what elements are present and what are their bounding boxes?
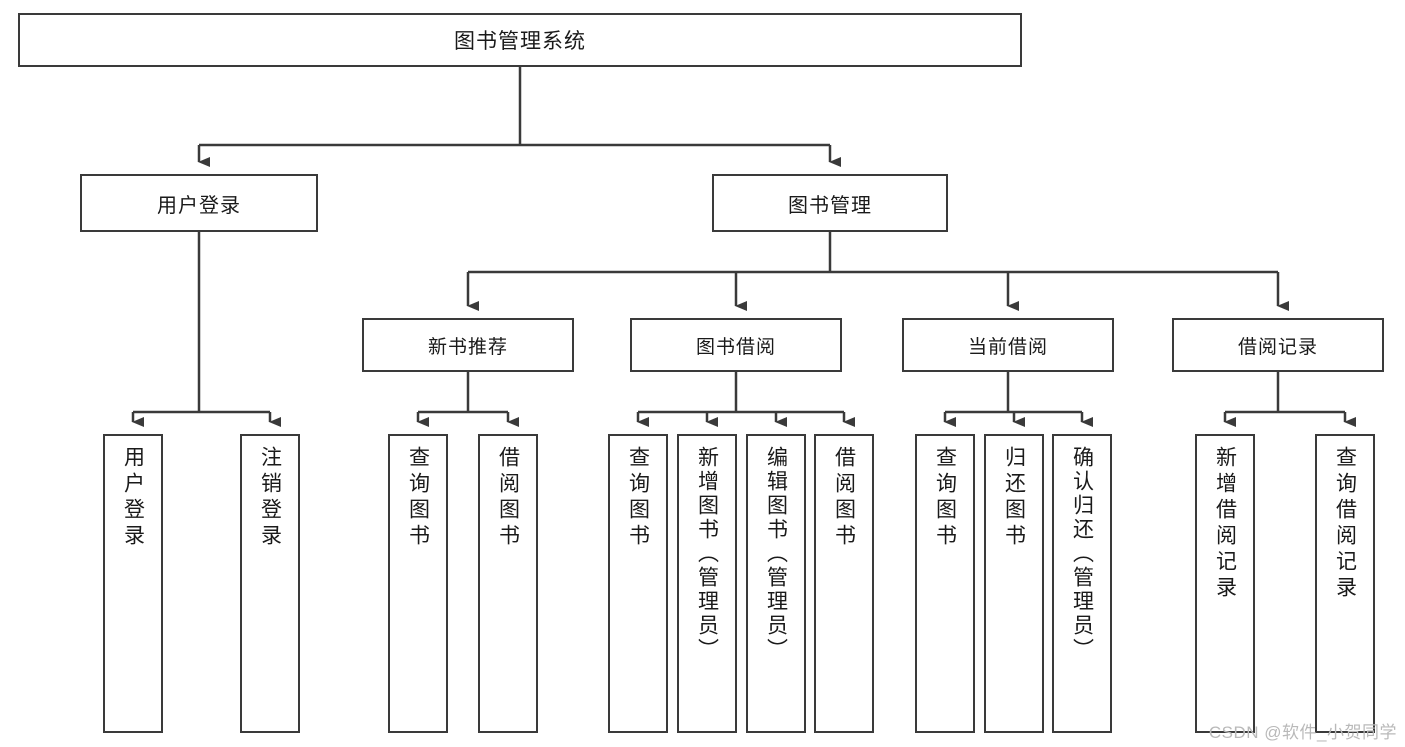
node-current-borrow[interactable]: 当前借阅 xyxy=(902,318,1114,372)
node-label: 图书管理系统 xyxy=(454,30,586,53)
node-label: 注销登录 xyxy=(258,446,282,550)
node-leaf-query-book-3[interactable]: 查询图书 xyxy=(915,434,975,733)
node-label: 图书借阅 xyxy=(695,336,776,358)
node-label: 新增图书（管理员） xyxy=(695,446,719,662)
node-book-manage[interactable]: 图书管理 xyxy=(712,174,948,232)
node-leaf-logout-login[interactable]: 注销登录 xyxy=(240,434,300,733)
node-leaf-add-book[interactable]: 新增图书（管理员） xyxy=(677,434,737,733)
node-label: 用户登录 xyxy=(121,446,145,550)
node-leaf-borrow-book-1[interactable]: 借阅图书 xyxy=(478,434,538,733)
node-label: 图书管理 xyxy=(788,194,872,217)
node-leaf-confirm-return[interactable]: 确认归还（管理员） xyxy=(1052,434,1112,733)
node-new-book-recommend[interactable]: 新书推荐 xyxy=(362,318,574,372)
node-leaf-query-book-1[interactable]: 查询图书 xyxy=(388,434,448,733)
node-leaf-user-login[interactable]: 用户登录 xyxy=(103,434,163,733)
node-label: 查询图书 xyxy=(933,446,957,550)
node-leaf-borrow-book-2[interactable]: 借阅图书 xyxy=(814,434,874,733)
node-label: 新书推荐 xyxy=(427,336,508,358)
node-label: 当前借阅 xyxy=(967,336,1048,358)
node-label: 新增借阅记录 xyxy=(1213,446,1237,602)
csdn-watermark: CSDN @软件_小贺同学 xyxy=(1208,723,1397,742)
node-label: 借阅图书 xyxy=(832,446,856,550)
node-label: 归还图书 xyxy=(1002,446,1026,550)
node-label: 编辑图书（管理员） xyxy=(764,446,788,662)
node-label: 查询图书 xyxy=(626,446,650,550)
node-label: 借阅记录 xyxy=(1237,336,1318,358)
node-label: 查询借阅记录 xyxy=(1333,446,1357,602)
node-label: 用户登录 xyxy=(157,194,241,217)
node-root-system[interactable]: 图书管理系统 xyxy=(18,13,1022,67)
node-leaf-query-borrow-record[interactable]: 查询借阅记录 xyxy=(1315,434,1375,733)
node-user-login[interactable]: 用户登录 xyxy=(80,174,318,232)
node-leaf-edit-book[interactable]: 编辑图书（管理员） xyxy=(746,434,806,733)
node-leaf-add-borrow-record[interactable]: 新增借阅记录 xyxy=(1195,434,1255,733)
node-label: 借阅图书 xyxy=(496,446,520,550)
node-leaf-query-book-2[interactable]: 查询图书 xyxy=(608,434,668,733)
node-borrow-record[interactable]: 借阅记录 xyxy=(1172,318,1384,372)
node-label: 查询图书 xyxy=(406,446,430,550)
node-leaf-return-book[interactable]: 归还图书 xyxy=(984,434,1044,733)
node-book-borrow[interactable]: 图书借阅 xyxy=(630,318,842,372)
node-label: 确认归还（管理员） xyxy=(1070,446,1094,662)
